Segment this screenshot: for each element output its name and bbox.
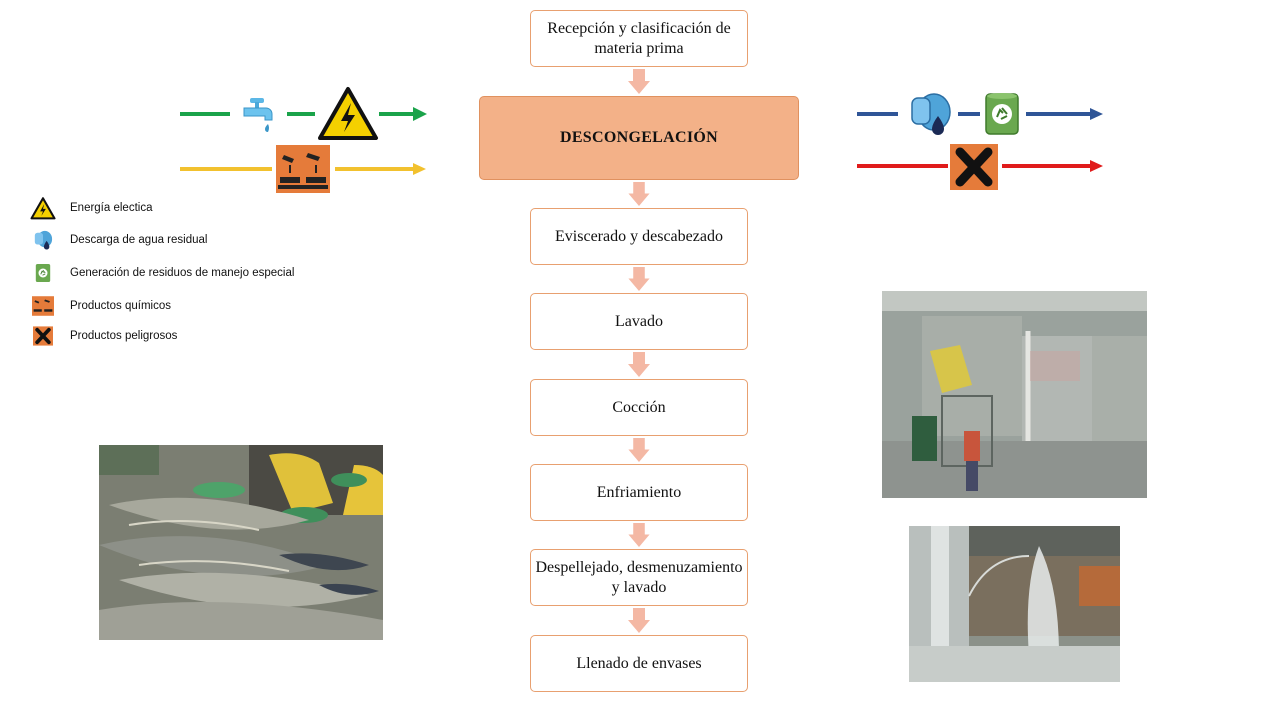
hazard-x-icon bbox=[30, 324, 56, 348]
step-label: Cocción bbox=[612, 398, 666, 416]
step-label: Llenado de envases bbox=[576, 654, 702, 672]
step-eviscerado: Eviscerado y descabezado bbox=[530, 208, 748, 265]
arrowhead-icon bbox=[413, 107, 427, 121]
warning-electric-icon bbox=[30, 196, 56, 220]
flow-arrow-icon bbox=[628, 523, 650, 548]
output-arrows bbox=[857, 108, 1103, 172]
corrosive-icon bbox=[276, 145, 330, 193]
legend-item-special-waste: Generación de residuos de manejo especia… bbox=[30, 260, 294, 286]
arrowhead-icon bbox=[413, 163, 426, 175]
legend-label: Energía electica bbox=[70, 202, 153, 214]
input-arrows bbox=[180, 107, 427, 175]
water-tap-icon bbox=[243, 98, 273, 132]
warning-electric-icon bbox=[318, 87, 378, 140]
legend-item-chemicals: Productos químicos bbox=[30, 293, 171, 319]
arrowhead-icon bbox=[1090, 108, 1103, 120]
fish-workers-photo bbox=[99, 445, 383, 640]
legend-item-hazardous: Productos peligrosos bbox=[30, 323, 177, 349]
legend-label: Descarga de agua residual bbox=[70, 234, 208, 246]
flow-arrow-icon bbox=[628, 267, 650, 292]
step-lavado: Lavado bbox=[530, 293, 748, 350]
step-descongelacion: DESCONGELACIÓN bbox=[479, 96, 799, 180]
thawing-baskets-photo bbox=[882, 291, 1147, 498]
step-label: DESCONGELACIÓN bbox=[559, 129, 718, 147]
step-label: Eviscerado y descabezado bbox=[555, 227, 723, 245]
wastewater-drop-icon bbox=[30, 228, 56, 252]
step-enfriamiento: Enfriamiento bbox=[530, 464, 748, 521]
water-spray-photo bbox=[909, 526, 1120, 682]
step-label: Enfriamiento bbox=[596, 483, 682, 501]
legend-item-wastewater: Descarga de agua residual bbox=[30, 227, 207, 253]
step-label: Recepción y clasificación de materia pri… bbox=[547, 20, 731, 57]
arrowhead-icon bbox=[1090, 160, 1103, 172]
step-recepcion: Recepción y clasificación de materia pri… bbox=[530, 10, 748, 67]
flow-arrow-icon bbox=[628, 69, 650, 94]
legend-label: Generación de residuos de manejo especia… bbox=[70, 267, 295, 279]
step-label: Despellejado, desmenuzamiento y lavado bbox=[535, 559, 743, 596]
legend-label: Productos peligrosos bbox=[70, 330, 178, 342]
flow-arrow-icon bbox=[628, 438, 650, 463]
legend-label: Productos químicos bbox=[70, 300, 171, 312]
flow-arrow-icon bbox=[628, 352, 650, 377]
flow-arrow-icon bbox=[628, 608, 650, 633]
wastewater-drop-icon bbox=[911, 93, 951, 135]
flow-arrow-icon bbox=[628, 182, 650, 207]
recycling-icon bbox=[30, 261, 56, 285]
hazard-x-icon bbox=[950, 144, 998, 190]
corrosive-icon bbox=[30, 294, 56, 318]
step-llenado: Llenado de envases bbox=[530, 635, 748, 692]
step-label: Lavado bbox=[615, 312, 663, 330]
recycling-icon bbox=[985, 93, 1019, 135]
step-coccion: Cocción bbox=[530, 379, 748, 436]
step-despellejado: Despellejado, desmenuzamiento y lavado bbox=[530, 549, 748, 606]
legend-item-energy: Energía electica bbox=[30, 195, 152, 221]
